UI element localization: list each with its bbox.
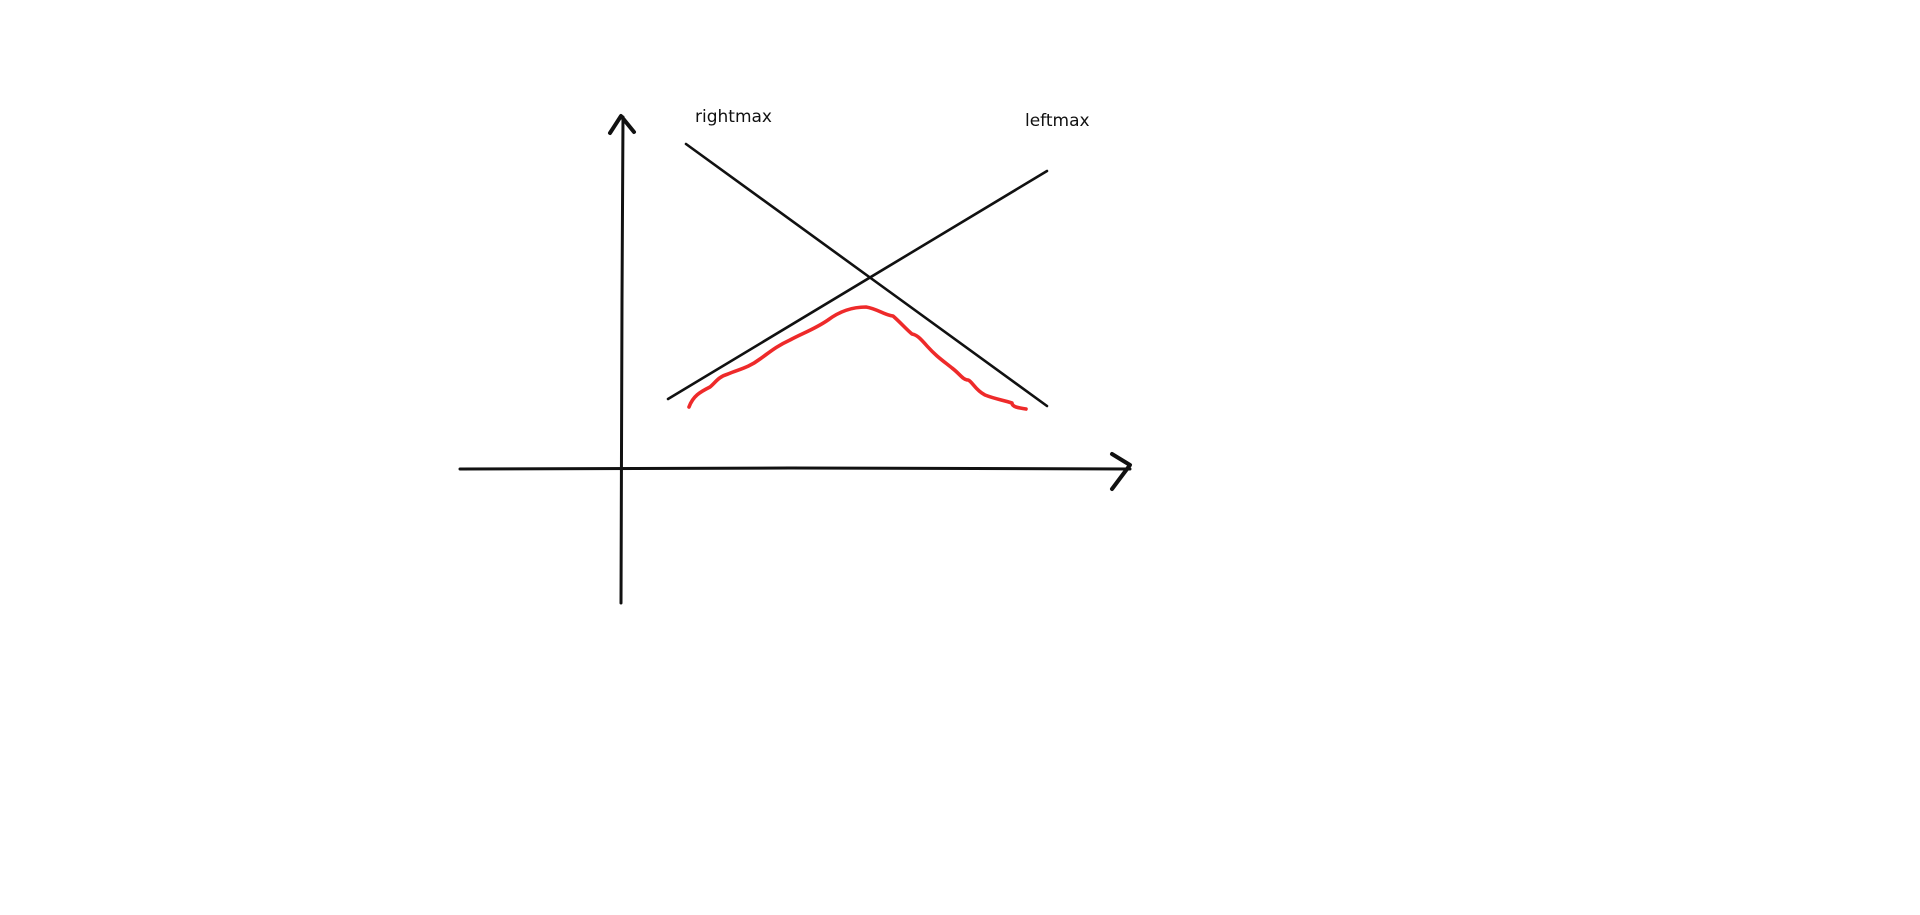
min-curve bbox=[687, 305, 1028, 411]
rightmax-line bbox=[684, 142, 1049, 408]
axes bbox=[458, 114, 1132, 605]
leftmax-line bbox=[666, 169, 1049, 401]
y-axis-line bbox=[619, 115, 625, 605]
leftmax-label: leftmax bbox=[1025, 111, 1090, 131]
rightmax-label: rightmax bbox=[695, 107, 772, 127]
x-axis-arrowhead bbox=[1110, 452, 1132, 491]
x-axis-line bbox=[458, 466, 1132, 471]
y-axis-arrowhead bbox=[608, 114, 636, 135]
